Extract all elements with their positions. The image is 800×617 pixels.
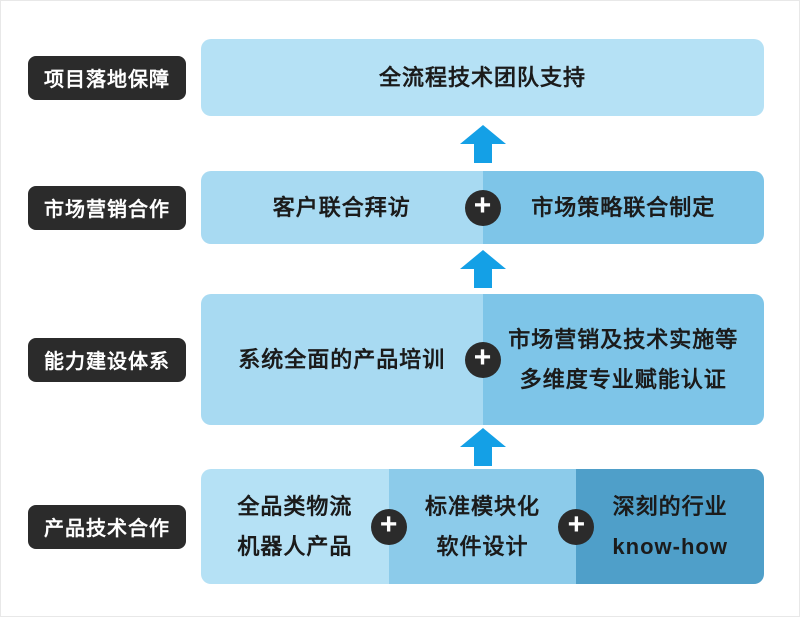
row-label-project-guarantee: 项目落地保障: [28, 55, 186, 100]
box-group: 全流程技术团队支持: [201, 39, 764, 116]
arrow-zone: [201, 244, 764, 294]
arrow-zone: [201, 425, 764, 469]
box-group: 系统全面的产品培训 + 市场营销及技术实施等 多维度专业赋能认证: [201, 294, 764, 425]
row-label-capability-building: 能力建设体系: [28, 337, 186, 382]
row-capability-building: 能力建设体系 系统全面的产品培训 + 市场营销及技术实施等 多维度专业赋能认证: [1, 294, 799, 425]
row-project-guarantee: 项目落地保障 全流程技术团队支持: [1, 39, 799, 116]
plus-icon: +: [464, 341, 501, 378]
arrow-zone: [201, 116, 764, 171]
box-product-training: 系统全面的产品培训: [201, 294, 483, 425]
row-label-marketing-cooperation: 市场营销合作: [28, 185, 186, 230]
row-marketing-cooperation: 市场营销合作 客户联合拜访 + 市场策略联合制定: [1, 171, 799, 244]
up-arrow-icon: [459, 250, 506, 288]
label-column: 产品技术合作: [1, 469, 201, 584]
row-product-technology: 产品技术合作 全品类物流 机器人产品 + 标准模块化 软件设计 + 深刻的行业 …: [1, 469, 799, 584]
box-full-process-team-support: 全流程技术团队支持: [201, 39, 764, 116]
up-arrow-icon: [459, 428, 506, 466]
box-group: 全品类物流 机器人产品 + 标准模块化 软件设计 + 深刻的行业 know-ho…: [201, 469, 765, 584]
row-label-product-technology: 产品技术合作: [28, 504, 186, 549]
box-industry-know-how: 深刻的行业 know-how: [576, 469, 765, 584]
label-column: 项目落地保障: [1, 39, 201, 116]
box-joint-market-strategy: 市场策略联合制定: [482, 171, 764, 244]
label-column: 市场营销合作: [1, 171, 201, 244]
box-multi-dimension-certification: 市场营销及技术实施等 多维度专业赋能认证: [482, 294, 764, 425]
box-logistics-robot-products: 全品类物流 机器人产品: [201, 469, 389, 584]
plus-icon: +: [464, 189, 501, 226]
box-group: 客户联合拜访 + 市场策略联合制定: [201, 171, 764, 244]
up-arrow-icon: [459, 124, 506, 163]
box-joint-customer-visits: 客户联合拜访: [201, 171, 483, 244]
box-modular-software-design: 标准模块化 软件设计: [388, 469, 577, 584]
plus-icon: +: [370, 508, 407, 545]
plus-icon: +: [558, 508, 595, 545]
label-column: 能力建设体系: [1, 294, 201, 425]
